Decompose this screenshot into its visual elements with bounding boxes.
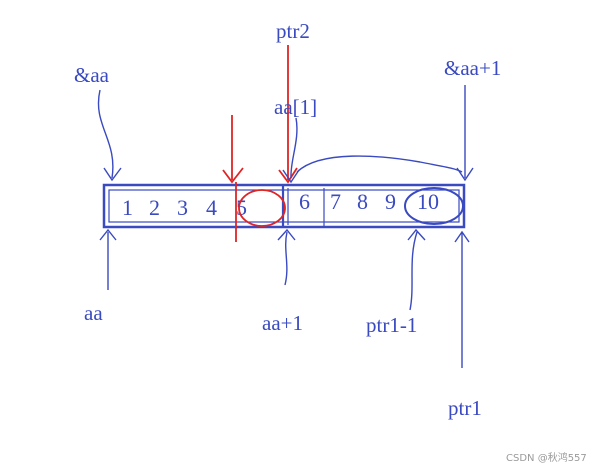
- cell-8: 8: [357, 189, 368, 214]
- cell-1: 1: [122, 195, 133, 220]
- red-highlight: [222, 45, 298, 242]
- circle-10: [404, 187, 464, 225]
- label-ptr2: ptr2: [276, 19, 310, 43]
- label-ptr1: ptr1: [448, 396, 482, 420]
- cell-9: 9: [385, 189, 396, 214]
- label-addr-aa-plus1: &aa+1: [444, 56, 501, 80]
- cell-3: 3: [177, 195, 188, 220]
- row-divider: [281, 185, 289, 227]
- cell-7: 7: [330, 189, 341, 214]
- label-aa-plus1: aa+1: [262, 311, 303, 335]
- label-ptr1-minus1: ptr1-1: [366, 313, 417, 337]
- watermark: CSDN @秋鸿557: [506, 451, 587, 464]
- cell-5: 5: [236, 195, 247, 220]
- cell-4: 4: [206, 195, 217, 220]
- blue-arrows: [97, 85, 474, 368]
- label-addr-aa: &aa: [74, 63, 110, 87]
- cell-10: 10: [417, 189, 439, 214]
- cell-2: 2: [149, 195, 160, 220]
- label-aa: aa: [84, 301, 103, 325]
- label-aa-index1: aa[1]: [274, 95, 317, 119]
- cell-6: 6: [299, 189, 310, 214]
